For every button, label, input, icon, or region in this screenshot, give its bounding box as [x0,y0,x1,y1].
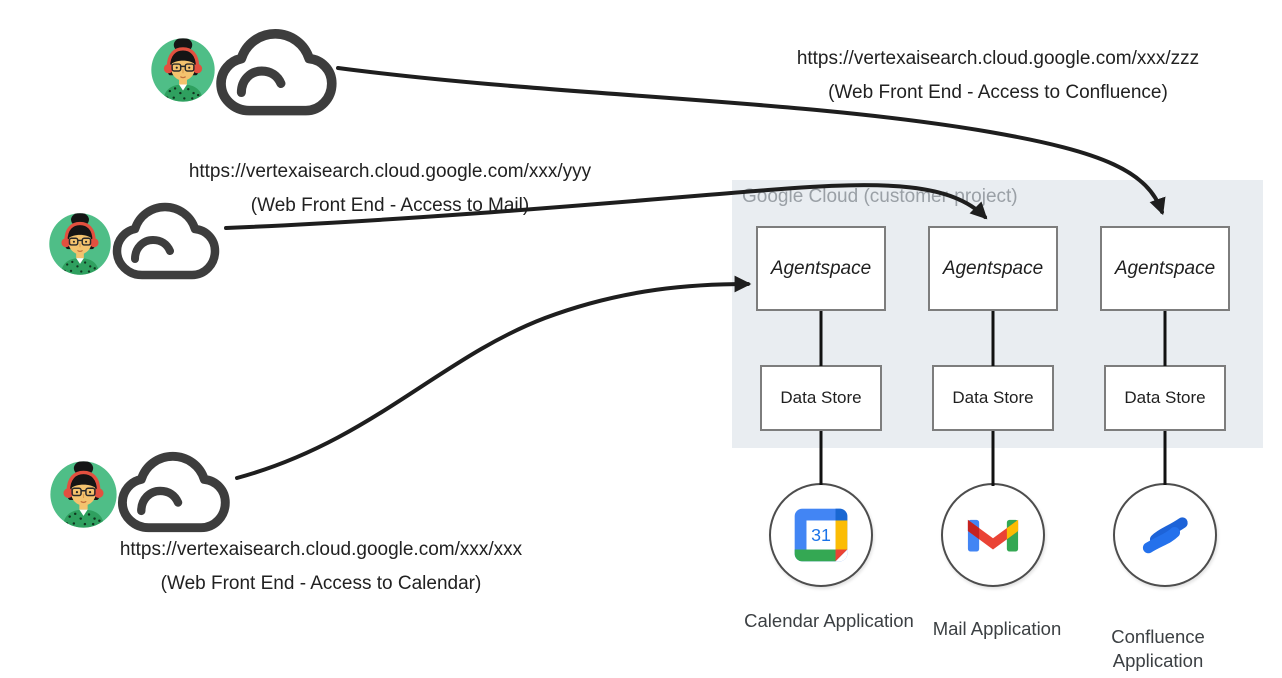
datastore-label: Data Store [780,388,862,407]
app-label-mail: Mail Application [932,618,1062,639]
url-caption: (Web Front End - Access to Calendar) [160,573,482,594]
agentspace-box-calendar: Agentspace [756,226,886,311]
arrow-calendar-access [235,275,752,480]
confluence-icon [1142,517,1188,554]
app-circle-mail [941,483,1045,587]
link-text-confluence: https://vertexaisearch.cloud.google.com/… [728,42,1268,110]
cloud-icon [221,34,332,111]
datastore-label: Data Store [1124,388,1206,407]
url-label: https://vertexaisearch.cloud.google.com/… [119,539,523,560]
link-text-calendar: https://vertexaisearch.cloud.google.com/… [81,533,561,601]
agentspace-label: Agentspace [942,257,1044,279]
cloud-icon [117,207,215,275]
app-circle-calendar: 31 [769,483,873,587]
datastore-box-mail: Data Store [932,365,1054,431]
url-caption: (Web Front End - Access to Confluence) [828,82,1168,103]
app-label-calendar: Calendar Application [744,610,914,631]
agentspace-box-mail: Agentspace [928,226,1058,311]
agentspace-label: Agentspace [1114,257,1216,279]
user-avatar-icon [49,213,110,276]
gmail-icon [967,519,1019,552]
user-confluence [148,25,358,125]
agentspace-box-confluence: Agentspace [1100,226,1230,311]
user-avatar-icon [50,461,116,529]
datastore-label: Data Store [952,388,1034,407]
google-cloud-label: Google Cloud (customer-project) [742,186,1018,207]
google-calendar-icon: 31 [794,508,848,562]
app-circle-confluence [1113,483,1217,587]
agentspace-label: Agentspace [770,257,872,279]
url-label: https://vertexaisearch.cloud.google.com/… [796,48,1200,69]
user-calendar [48,449,258,549]
datastore-box-confluence: Data Store [1104,365,1226,431]
app-label-confluence: Confluence Application [1111,626,1205,671]
cloud-icon [122,456,225,527]
user-mail [45,199,255,299]
calendar-day-number: 31 [811,525,831,545]
datastore-box-calendar: Data Store [760,365,882,431]
url-label: https://vertexaisearch.cloud.google.com/… [188,161,592,182]
user-avatar-icon [151,38,214,103]
